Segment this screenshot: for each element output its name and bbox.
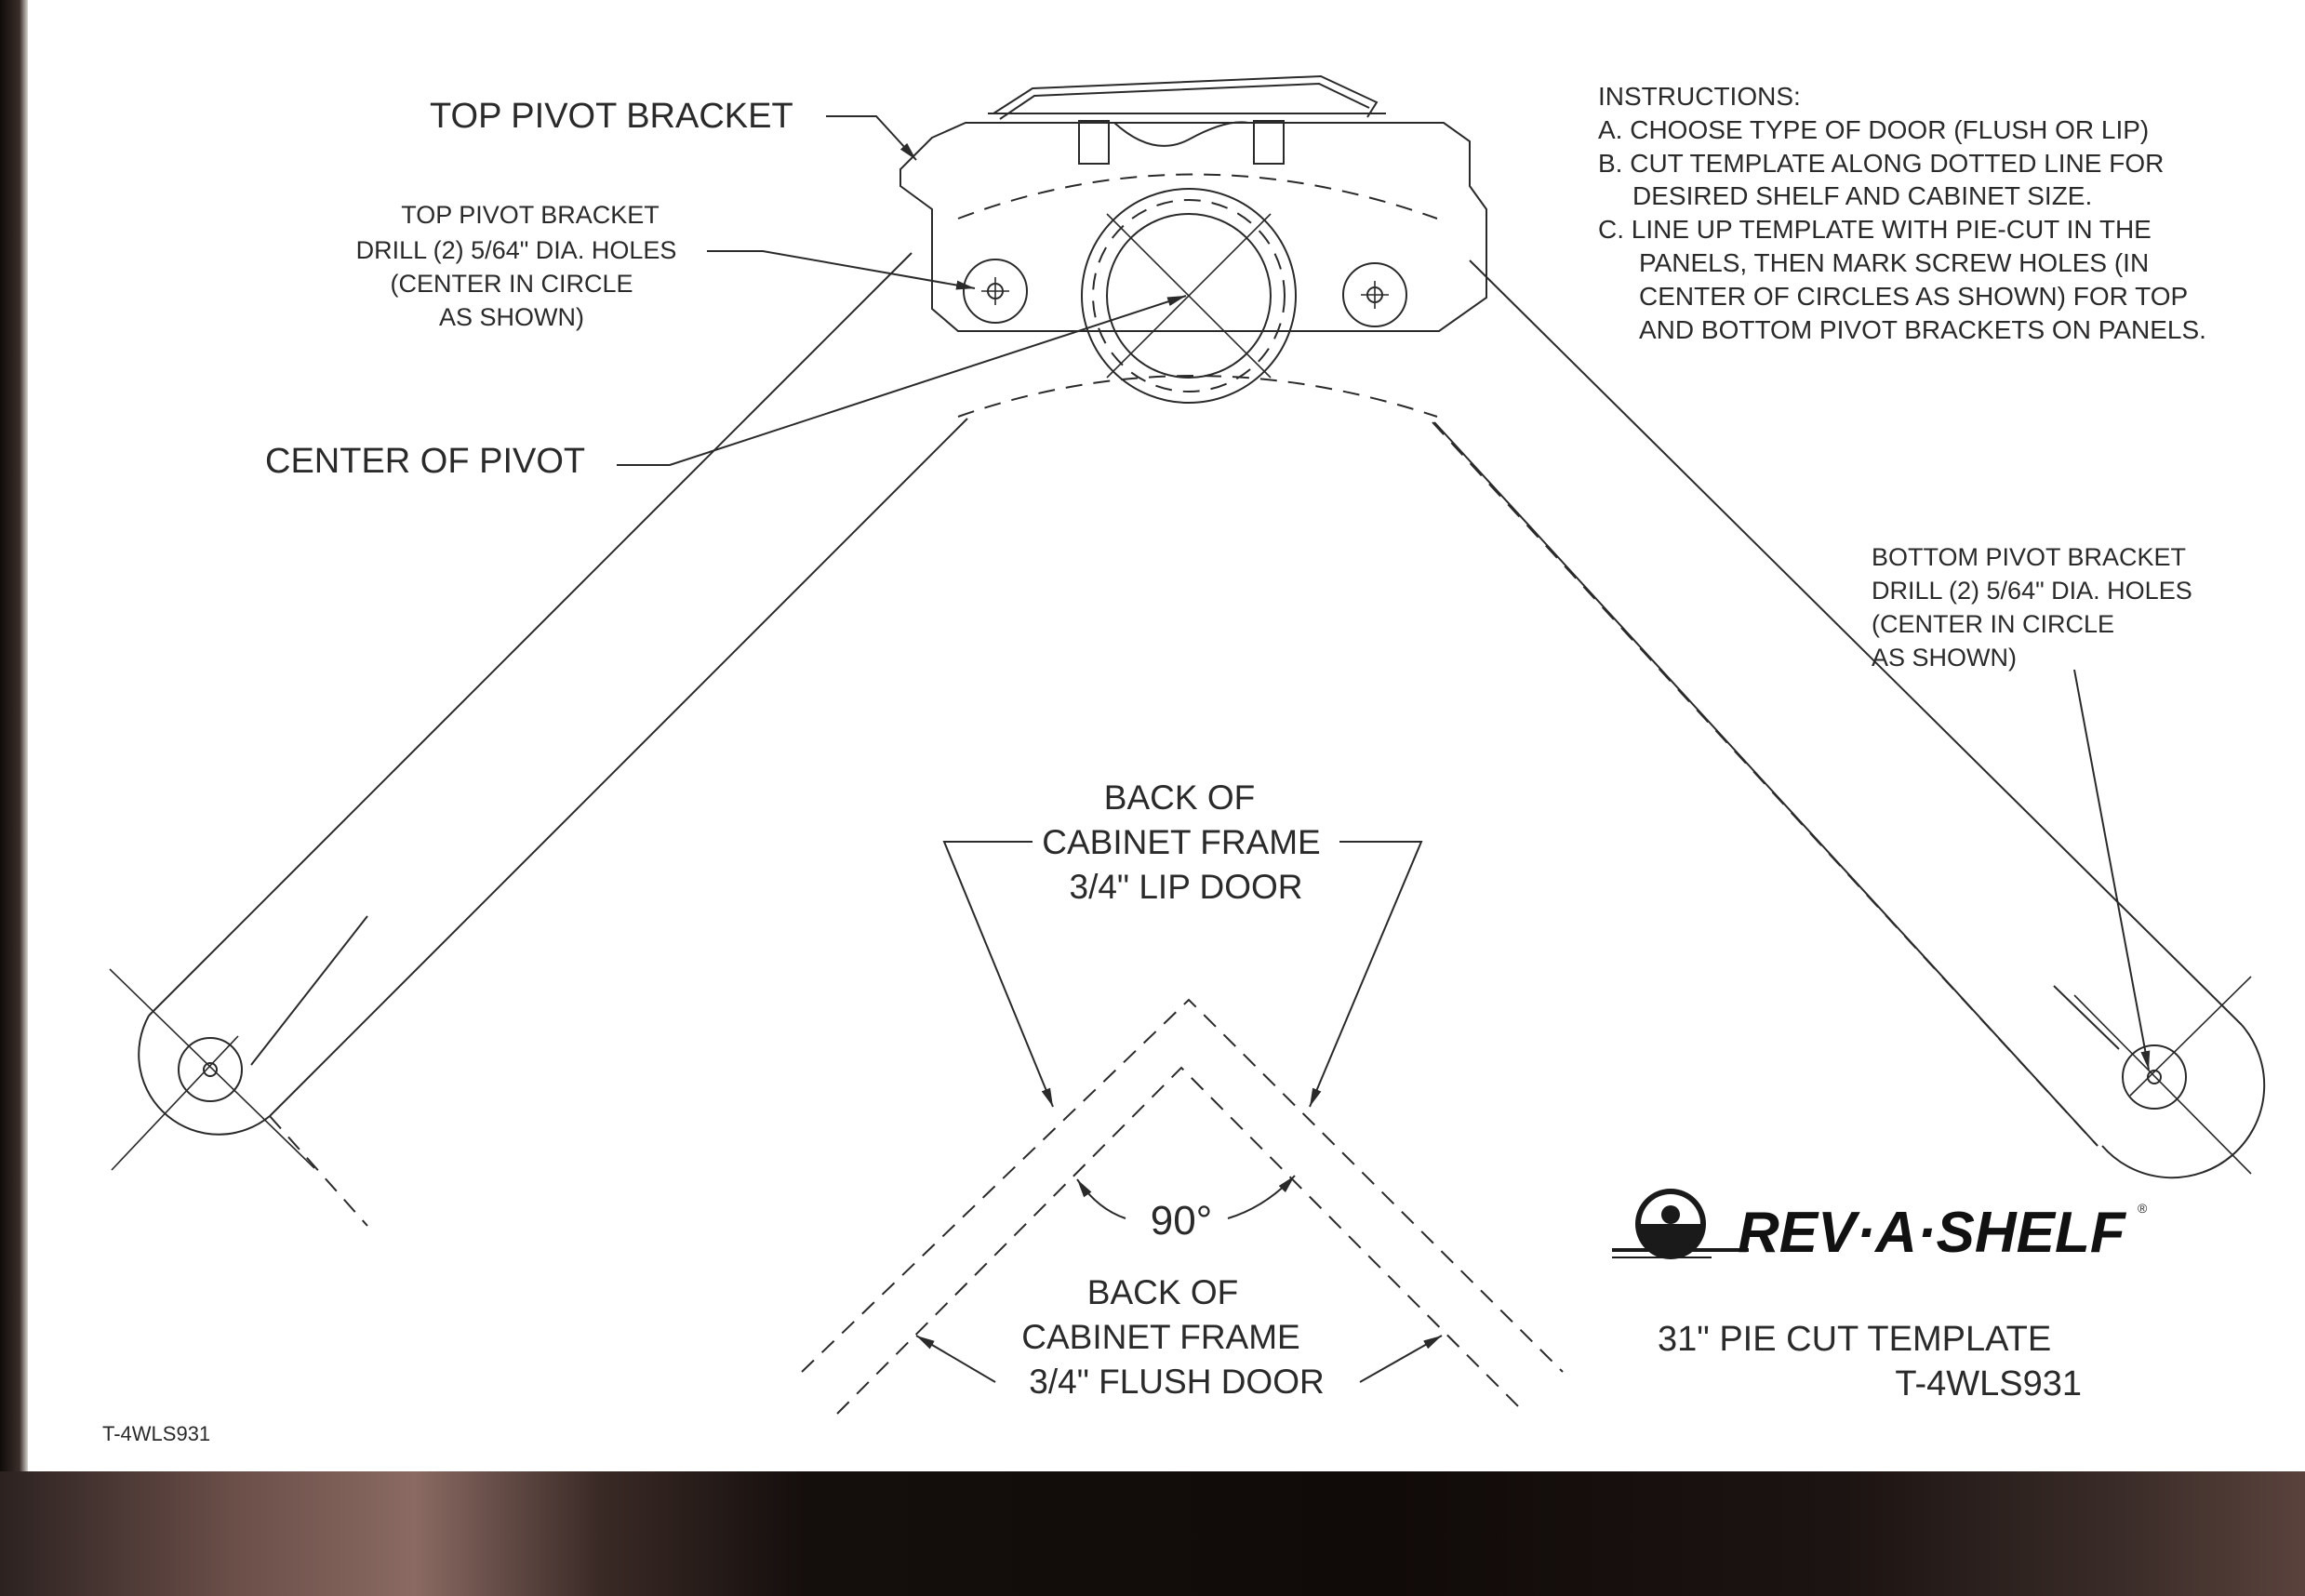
cabinet-frame-cut-lines (801, 998, 1564, 1415)
top-drill-line-1: TOP PIVOT BRACKET (401, 201, 660, 229)
top-drill-line-3: (CENTER IN CIRCLE (390, 270, 633, 298)
flush-door-label: BACK OF CABINET FRAME 3/4" FLUSH DOOR (1021, 1273, 1324, 1401)
bottom-drill-note: BOTTOM PIVOT BRACKET DRILL (2) 5/64" DIA… (1872, 543, 2192, 672)
instruction-line-c: C. LINE UP TEMPLATE WITH PIE-CUT IN THE (1598, 215, 2152, 244)
lip-door-leaders (942, 841, 1423, 1108)
flush-door-line-3: 3/4" FLUSH DOOR (1029, 1363, 1324, 1401)
instructions-block: INSTRUCTIONS: A. CHOOSE TYPE OF DOOR (FL… (1598, 82, 2206, 344)
bottom-drill-line-4: AS SHOWN) (1872, 644, 2017, 672)
instruction-line-c2: PANELS, THEN MARK SCREW HOLES (IN (1639, 248, 2149, 277)
template-code: T-4WLS931 (1895, 1364, 2082, 1403)
top-drill-line-4: AS SHOWN) (439, 303, 584, 331)
bottom-drill-line-1: BOTTOM PIVOT BRACKET (1872, 543, 2186, 571)
lip-door-line-1: BACK OF (1104, 778, 1255, 817)
flush-door-line-1: BACK OF (1087, 1273, 1238, 1311)
instruction-line-b: B. CUT TEMPLATE ALONG DOTTED LINE FOR (1598, 149, 2164, 178)
instruction-line-a: A. CHOOSE TYPE OF DOOR (FLUSH OR LIP) (1598, 115, 2149, 144)
bottom-drill-line-2: DRILL (2) 5/64" DIA. HOLES (1872, 577, 2192, 605)
scan-bottom-strip (0, 1471, 2305, 1596)
top-pivot-bracket-label: TOP PIVOT BRACKET (430, 97, 793, 136)
top-drill-line-2: DRILL (2) 5/64" DIA. HOLES (356, 236, 677, 264)
scan-left-edge (0, 0, 28, 1471)
label-leaders (617, 115, 2151, 1071)
instructions-heading: INSTRUCTIONS: (1598, 82, 1801, 111)
corner-template-code: T-4WLS931 (102, 1422, 210, 1445)
top-screw-hole-left (963, 259, 1028, 324)
brand-registered-mark: ® (2138, 1201, 2148, 1216)
top-drill-note: TOP PIVOT BRACKET DRILL (2) 5/64" DIA. H… (356, 201, 677, 331)
left-arm-outline (109, 252, 968, 1227)
lip-door-line-3: 3/4" LIP DOOR (1070, 868, 1303, 906)
flush-door-line-2: CABINET FRAME (1021, 1318, 1299, 1356)
angle-indicator (1076, 1175, 1296, 1219)
angle-label: 90° (1151, 1198, 1213, 1244)
lip-door-line-2: CABINET FRAME (1042, 823, 1320, 861)
template-paper (28, 0, 2305, 1471)
center-of-pivot-label: CENTER OF PIVOT (265, 442, 585, 481)
flush-door-leaders (915, 1335, 1443, 1383)
instruction-line-b2: DESIRED SHELF AND CABINET SIZE. (1632, 181, 2092, 210)
top-screw-hole-right (1342, 262, 1407, 327)
lip-door-label: BACK OF CABINET FRAME 3/4" LIP DOOR (1042, 778, 1320, 906)
bottom-drill-line-3: (CENTER IN CIRCLE (1872, 610, 2114, 638)
brand-logo-text: REV·A·SHELF (1738, 1201, 2127, 1265)
center-pivot-circles (1081, 188, 1297, 404)
instruction-line-c4: AND BOTTOM PIVOT BRACKETS ON PANELS. (1639, 315, 2206, 344)
template-title: 31" PIE CUT TEMPLATE (1658, 1320, 2051, 1359)
instruction-line-c3: CENTER OF CIRCLES AS SHOWN) FOR TOP (1639, 282, 2188, 311)
right-arm-outline (1432, 259, 2266, 1179)
top-pivot-bracket-outline (899, 74, 1487, 418)
rev-a-shelf-logo-mark (1612, 1189, 1749, 1259)
